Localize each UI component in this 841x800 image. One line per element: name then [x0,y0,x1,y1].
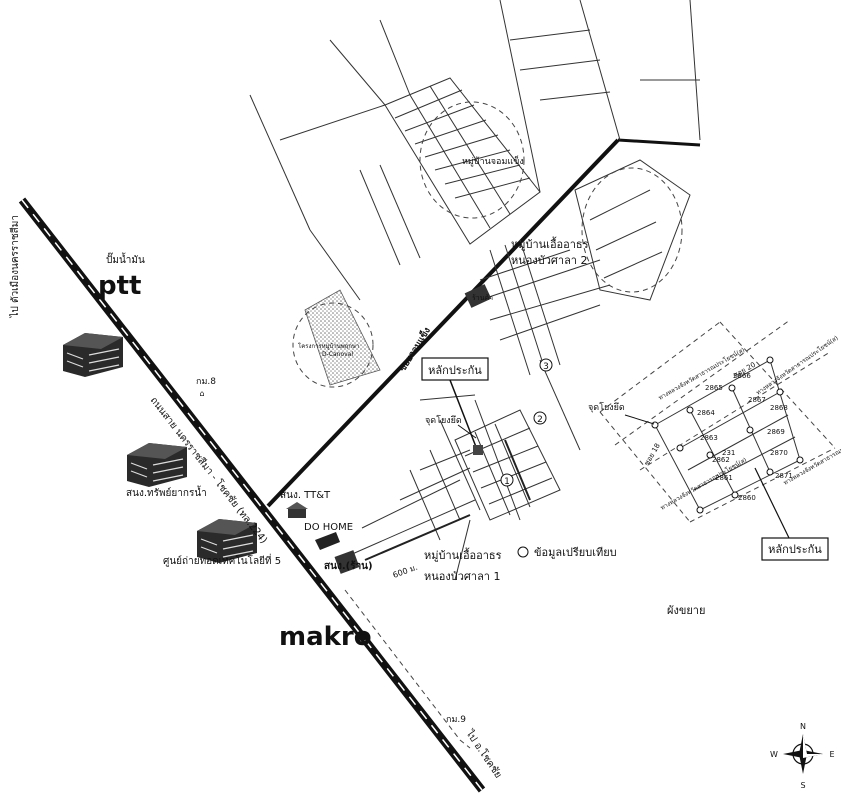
svg-text:ซอย 18: ซอย 18 [643,442,662,467]
training-center-label: ศูนย์ถ่ายทอดเทคโนโลยีที่ 5 [163,553,281,567]
svg-text:2867: 2867 [748,396,766,404]
compass-w: W [770,750,778,759]
village1-label-line1: หมู่บ้านเอื้ออาธร [424,547,502,562]
village-top-label: หมู่บ้านจอมแข็ง [462,154,524,167]
svg-text:2: 2 [537,415,543,425]
marker-2: 2 [533,411,547,425]
collateral-pointer [449,379,479,453]
marker-3: 3 [539,358,553,372]
svg-text:ทางหลวงจังหวัดสาธารณประโยชน์(ส: ทางหลวงจังหวัดสาธารณประโยชน์(ส) [755,334,840,397]
compass-n: N [800,722,806,731]
compare-legend-label: ข้อมูลเปรียบเทียบ [534,546,617,559]
shop-block [464,284,492,308]
main-highway [18,197,486,793]
collateral-label: หลักประกัน [428,364,482,377]
project-label: โครงการหมู่บ้านพฤกษา [298,342,359,350]
plan-collateral-box [761,537,829,561]
svg-text:2862: 2862 [712,456,730,464]
soi-road [266,138,701,508]
plan-title: ผังขยาย [667,604,705,617]
makro-shop-block [334,550,360,574]
svg-text:3: 3 [543,362,549,372]
village-right-upper [479,159,691,451]
svg-text:2871: 2871 [775,472,793,480]
collateral-box [421,357,489,381]
svg-text:ทางหลวงจังหวัดสาธารณประโยชน์(ส: ทางหลวงจังหวัดสาธารณประโยชน์(ส) [659,456,748,512]
shop-block-label: ร้านค้า [472,294,493,302]
village2-label-line2: หนองบัวศาลา 2 [511,254,587,267]
compass-s: S [800,781,805,790]
svg-text:2861: 2861 [715,474,733,482]
building-icon [62,332,124,378]
svg-text:2870: 2870 [770,449,788,457]
svg-text:231: 231 [722,449,735,457]
svg-text:2863: 2863 [700,434,718,442]
project-sub-label: D-Canoval [322,351,353,358]
svg-text:2865: 2865 [705,384,723,392]
svg-text:2866: 2866 [733,372,751,380]
village-lower-grid [349,394,561,581]
shop-label: สนง.(ร้าน) [324,560,373,572]
enlarged-plan: 2865 2866 2867 2864 2868 2863 2869 2862 … [599,319,841,523]
village2-label-line1: หมู่บ้านเอื้ออาธร [511,236,589,251]
plan-coord-point-label: จุดโยงยึด [588,402,625,413]
plan-collateral-pointer [754,467,791,541]
project-ring [292,302,374,388]
svg-text:1: 1 [504,477,510,487]
svg-text:2868: 2868 [770,404,788,412]
compare-legend-symbol [517,546,529,558]
tt-office-label: สนง. TT&T [280,490,331,501]
do-home-label: DO HOME [304,522,353,533]
svg-text:2860: 2860 [738,494,756,502]
svg-text:2869: 2869 [767,428,785,436]
to-city-label: ไป ตัวเมืองนครราชสีมา [9,215,21,319]
compass-icon: N S E W [770,722,834,790]
plan-collateral-label: หลักประกัน [768,543,822,556]
ptt-logo: ptt [98,271,141,301]
gas-station-label: ปั๊มน้ำมัน [106,252,145,266]
distance-line [344,589,471,749]
km8-label: กม.8 [196,377,216,387]
km9-label: กม.9 [446,715,466,725]
makro-logo: makro [279,622,372,652]
distance-label: 600 ม. [392,563,419,580]
coord-point-label: จุดโยงยึด [425,415,462,426]
village1-label-line2: หนองบัวศาลา 1 [424,570,500,583]
project-area [304,289,381,386]
village-top-grid [249,0,701,301]
office-building-label: สนง.ทรัพย์ยากรน้ำ [126,485,207,499]
km8-marker: ⌂ [199,389,204,398]
svg-text:2864: 2864 [697,409,715,417]
office-building-icon [126,442,188,488]
compass-e: E [829,750,834,759]
do-home-icon [315,532,340,550]
collateral-lot [473,445,483,455]
marker-1: 1 [500,473,514,487]
tt-office-icon [286,502,308,518]
